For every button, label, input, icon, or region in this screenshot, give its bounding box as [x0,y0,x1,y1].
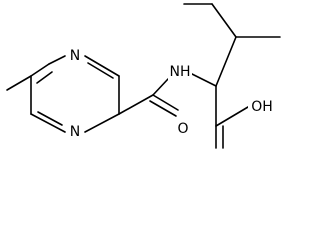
bond-ring-n4-c5-inner [37,111,63,126]
atom-n-top: N [70,48,80,64]
bond-ring-carbonyl [118,94,154,115]
label-bg-nh [168,64,192,80]
label-bg-o-amide [175,121,191,137]
bond-layer [6,3,281,149]
bond-ring-c3-n4 [84,113,120,133]
atom-o-amide: O [177,121,188,137]
bond-beta-ch2 [211,3,237,38]
bond-ring-c6-n1 [48,55,66,65]
bond-nh-alpha [189,72,217,87]
atom-nh: NH [170,64,191,80]
atom-n-bottom: N [70,124,80,140]
bond-ring-n1-c2 [84,55,120,77]
bond-methyl-ring [6,75,32,91]
atom-label-layer: N N NH O OH [67,48,276,140]
bond-ring-c5-c6 [30,63,50,77]
bond-carbonyl-nh [152,78,169,96]
bond-ring-c5-c6-inner [36,71,53,84]
label-bg-oh [248,99,276,115]
bond-carbonyl-o-double [149,100,177,117]
bond-ring-n1-c2-inner [87,62,114,79]
label-bg-n-bottom [67,124,83,140]
atom-oh: OH [251,99,273,115]
label-bg-n-top [67,48,83,64]
chemical-structure: N N NH O OH [6,3,281,149]
bond-ring-n4-c5 [30,113,66,133]
bond-carboxyl-oh [215,106,249,127]
bond-carbonyl-o [152,94,179,111]
structure-canvas: N N NH O OH [6,3,281,149]
bond-alpha-beta [215,36,237,87]
